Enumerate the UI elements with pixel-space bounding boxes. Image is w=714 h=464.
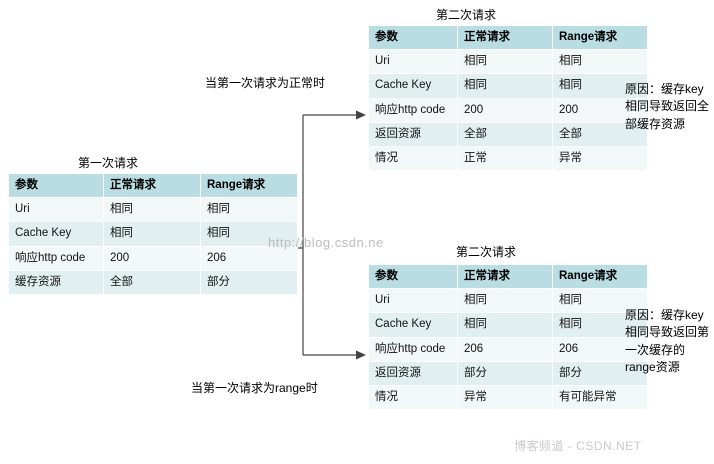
table-cell: 相同 <box>457 288 553 314</box>
table-cell: 情况 <box>368 146 458 172</box>
table-row: 情况 正常 异常 <box>368 146 648 172</box>
table-cell: 相同 <box>200 221 298 247</box>
table-row: 缓存资源 全部 部分 <box>8 269 298 296</box>
table-cell: 相同 <box>457 49 553 75</box>
table-row: Cache Key 相同 相同 <box>368 73 648 99</box>
table-cell: 相同 <box>103 197 201 223</box>
table-header-cell: 参数 <box>8 172 104 199</box>
table-cell: 返回资源 <box>368 360 458 387</box>
table-row: 返回资源 部分 部分 <box>368 360 648 387</box>
table-row: 响应http code 206 206 <box>368 336 648 362</box>
table-row: Cache Key 相同 相同 <box>8 221 298 247</box>
table-header-cell: Range请求 <box>200 172 298 199</box>
table-title-first-request: 第一次请求 <box>78 156 139 170</box>
table-cell: 有可能异常 <box>552 385 648 411</box>
table-row: 响应http code 200 206 <box>8 245 298 271</box>
table-header-row: 参数 正常请求 Range请求 <box>368 24 648 51</box>
table-cell: 部分 <box>457 360 553 387</box>
table-header-cell: 正常请求 <box>457 263 553 290</box>
table-cell: 相同 <box>457 73 553 99</box>
table-cell: Uri <box>368 288 458 314</box>
table-header-cell: 正常请求 <box>103 172 201 199</box>
table-header-cell: 参数 <box>368 24 458 51</box>
table-cell: Uri <box>8 197 104 223</box>
table-row: Uri 相同 相同 <box>368 288 648 314</box>
table-cell: 相同 <box>552 288 648 314</box>
table-header-row: 参数 正常请求 Range请求 <box>8 172 298 199</box>
table-cell: 相同 <box>457 312 553 338</box>
table-row: 响应http code 200 200 <box>368 97 648 123</box>
table-cell: Cache Key <box>8 221 104 247</box>
table-cell: 相同 <box>552 49 648 75</box>
table-cell: 异常 <box>552 146 648 172</box>
note-range: 原因：缓存key相同导致返回第一次缓存的range资源 <box>625 308 710 375</box>
table-second-request-normal: 参数 正常请求 Range请求 Uri 相同 相同 Cache Key 相同 相… <box>368 24 648 172</box>
table-row: Cache Key 相同 相同 <box>368 312 648 338</box>
table-header-row: 参数 正常请求 Range请求 <box>368 263 648 290</box>
watermark-bottom: 博客频道 - CSDN.NET <box>514 439 642 453</box>
table-row: Uri 相同 相同 <box>8 197 298 223</box>
table-cell: 缓存资源 <box>8 269 104 296</box>
table-header-cell: Range请求 <box>552 263 648 290</box>
edge-label-branch-range: 当第一次请求为range时 <box>191 381 318 395</box>
table-cell: 200 <box>103 245 201 271</box>
table-cell: 响应http code <box>368 336 458 362</box>
table-cell: 206 <box>200 245 298 271</box>
table-cell: Cache Key <box>368 73 458 99</box>
table-second-request-range: 参数 正常请求 Range请求 Uri 相同 相同 Cache Key 相同 相… <box>368 263 648 411</box>
table-cell: 响应http code <box>368 97 458 123</box>
table-header-cell: 参数 <box>368 263 458 290</box>
note-normal: 原因：缓存key相同导致返回全部缓存资源 <box>625 82 710 131</box>
table-cell: 相同 <box>103 221 201 247</box>
table-first-request: 参数 正常请求 Range请求 Uri 相同 相同 Cache Key 相同 相… <box>8 172 298 296</box>
table-row: 返回资源 全部 全部 <box>368 121 648 148</box>
table-cell: 部分 <box>552 360 648 387</box>
table-cell: 返回资源 <box>368 121 458 148</box>
table-title-second-request-normal: 第二次请求 <box>436 8 497 22</box>
table-cell: 情况 <box>368 385 458 411</box>
table-cell: 206 <box>457 336 553 362</box>
table-cell: 全部 <box>457 121 553 148</box>
table-cell: 全部 <box>552 121 648 148</box>
table-cell: 200 <box>457 97 553 123</box>
table-title-second-request-range: 第二次请求 <box>456 245 517 259</box>
table-cell: 相同 <box>200 197 298 223</box>
table-cell: 异常 <box>457 385 553 411</box>
table-cell: 全部 <box>103 269 201 296</box>
table-header-cell: Range请求 <box>552 24 648 51</box>
table-row: Uri 相同 相同 <box>368 49 648 75</box>
table-cell: 206 <box>552 336 648 362</box>
table-cell: 部分 <box>200 269 298 296</box>
table-row: 情况 异常 有可能异常 <box>368 385 648 411</box>
table-cell: 正常 <box>457 146 553 172</box>
edge-label-branch-normal: 当第一次请求为正常时 <box>205 76 326 90</box>
table-cell: Uri <box>368 49 458 75</box>
table-cell: 响应http code <box>8 245 104 271</box>
watermark-url: http://blog.csdn.ne <box>268 235 384 250</box>
table-header-cell: 正常请求 <box>457 24 553 51</box>
table-cell: Cache Key <box>368 312 458 338</box>
